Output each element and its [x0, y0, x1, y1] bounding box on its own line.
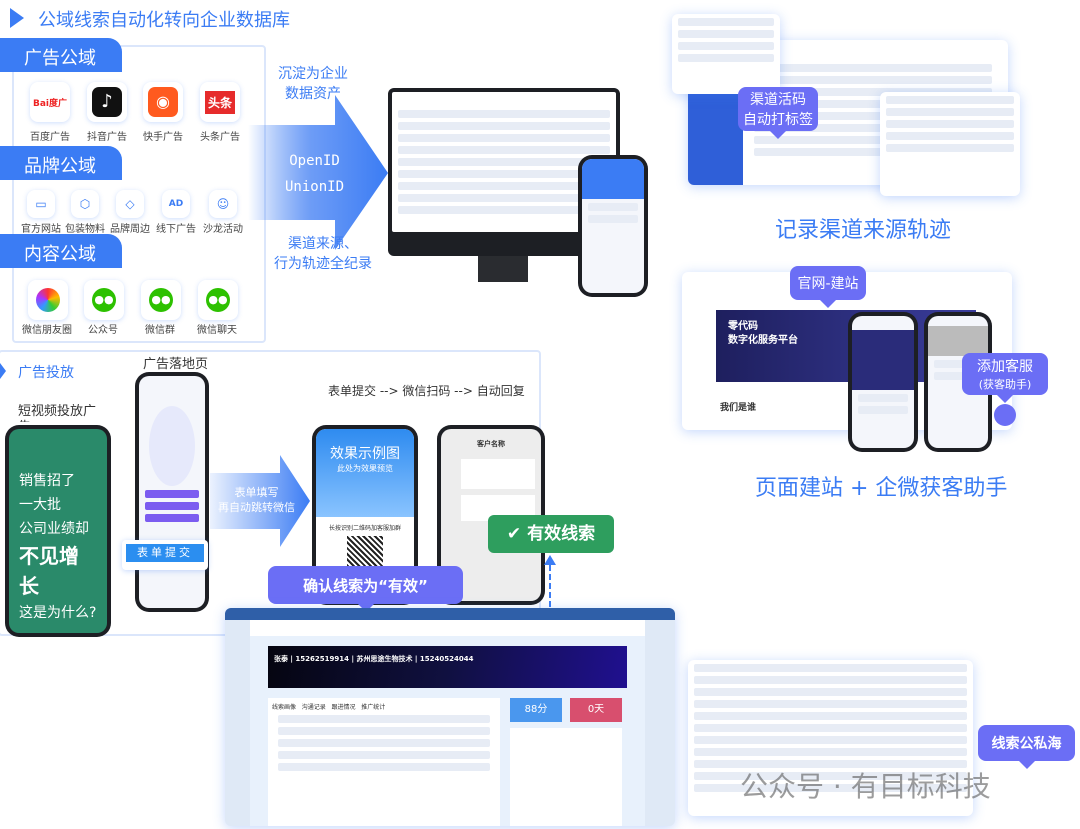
qr-title: 效果示例图 — [330, 446, 400, 462]
arrow-bottom-text-1: 渠道来源、 — [288, 236, 358, 252]
callout-service-1: 添加客服 — [977, 359, 1033, 375]
crm-tab[interactable]: 线索画像 — [272, 704, 297, 711]
moments-icon — [36, 288, 60, 312]
flow-text: 表单提交 --> 微信扫码 --> 自动回复 — [328, 384, 525, 398]
unionid-text: UnionID — [285, 179, 345, 195]
callout-service-2: (获客助手) — [978, 378, 1032, 391]
video-phone: 销售招了 一大批 公司业绩却 不见增长 这是为什么? — [5, 425, 111, 637]
phone-site-mockup — [848, 312, 918, 452]
flow-arrow-icon — [248, 95, 388, 250]
kuaishou-icon: ◉ — [148, 87, 178, 117]
package-icon: ⬡ — [71, 190, 99, 218]
arrow-text-2: 再自动跳转微信 — [218, 501, 295, 514]
landing-phone — [135, 372, 209, 612]
page-title: 公域线索自动化转向企业数据库 — [38, 10, 290, 31]
crm-tab[interactable]: 跟进情况 — [331, 704, 356, 711]
label-package: 包装物料 — [65, 224, 105, 235]
form-arrow-icon — [210, 455, 310, 547]
check-icon: ✔ — [506, 524, 528, 544]
people-icon: ☺ — [209, 190, 237, 218]
label-moments: 微信朋友圈 — [22, 325, 72, 336]
landing-page-label: 广告落地页 — [143, 357, 209, 372]
video-line: 销售招了 — [19, 473, 75, 489]
channel-code-dialog — [880, 92, 1020, 196]
label-chat: 微信聊天 — [197, 325, 237, 336]
caption-site-service: 页面建站 + 企微获客助手 — [755, 476, 1008, 501]
section-content-public: 内容公域 — [0, 234, 122, 268]
wechat-chat-icon: ●● — [206, 288, 230, 312]
label-baidu: 百度广告 — [30, 132, 70, 143]
phone-mockup — [578, 155, 648, 297]
callout-channel-code: 渠道活码 自动打标签 — [738, 87, 818, 139]
wechat-service-icon[interactable] — [994, 404, 1016, 426]
label-group: 微信群 — [145, 325, 175, 336]
chat-title: 客户名称 — [477, 440, 505, 448]
valid-lead-text: 有效线索 — [527, 524, 596, 544]
label-douyin: 抖音广告 — [87, 132, 127, 143]
callout-website: 官网-建站 — [790, 266, 866, 308]
dashed-connector — [549, 565, 551, 607]
arrow-top-text-2: 数据资产 — [285, 86, 341, 102]
callout-line-1: 渠道活码 — [750, 92, 806, 108]
lead-header: 张泰 | 15262519914 | 苏州思途生物技术 | 1524052404… — [268, 646, 627, 688]
ad-icon: AD — [162, 190, 190, 218]
callout-line-2: 自动打标签 — [743, 112, 813, 128]
wechat-official-icon: ●● — [92, 288, 116, 312]
crm-tab[interactable]: 推广统计 — [361, 704, 386, 711]
toutiao-icon: 头条 — [204, 90, 235, 114]
lead-score: 88分 — [510, 698, 562, 722]
title-triangle-icon — [10, 8, 24, 28]
label-kuaishou: 快手广告 — [143, 132, 183, 143]
label-website: 官方网站 — [21, 224, 61, 235]
monitor-stand — [478, 256, 528, 282]
video-line: 这是为什么? — [19, 605, 97, 621]
ads-triangle-icon — [0, 363, 6, 379]
arrow-text-1: 表单填写 — [234, 486, 279, 499]
label-merch: 品牌周边 — [110, 224, 150, 235]
crm-tab[interactable]: 沟通记录 — [301, 704, 326, 711]
section-brand-public: 品牌公域 — [0, 146, 122, 180]
up-arrow-icon — [544, 555, 556, 565]
about-heading: 我们是谁 — [720, 403, 757, 413]
phone-service-mockup — [924, 312, 992, 452]
qr-sub: 此处为效果预览 — [337, 464, 393, 473]
banner-title-2: 数字化服务平台 — [728, 335, 798, 346]
diamond-icon: ◇ — [116, 190, 144, 218]
video-line: 不见增长 — [19, 544, 79, 598]
banner-title-1: 零代码 — [728, 321, 758, 332]
label-offline-ad: 线下广告 — [156, 224, 196, 235]
section-ad-public: 广告公域 — [0, 38, 122, 72]
douyin-icon: ♪ — [92, 87, 122, 117]
lead-days: 0天 — [570, 698, 622, 722]
arrow-bottom-text-2: 行为轨迹全纪录 — [274, 256, 372, 272]
watermark: 公众号 · 有目标科技 — [740, 770, 991, 803]
label-official: 公众号 — [88, 325, 118, 336]
qr-caption: 长按识别二维码加客服加群 — [328, 525, 401, 532]
arrow-top-text-1: 沉淀为企业 — [278, 66, 348, 82]
wechat-group-icon: ●● — [149, 288, 173, 312]
callout-lead-pool: 线索公私海 — [978, 725, 1075, 769]
label-salon: 沙龙活动 — [203, 224, 243, 235]
callout-confirm-valid: 确认线索为“有效” — [268, 566, 463, 612]
video-line: 公司业绩却 — [19, 521, 89, 537]
callout-add-service: 添加客服 (获客助手) — [962, 353, 1048, 403]
valid-lead-badge: ✔ 有效线索 — [488, 515, 614, 553]
label-toutiao: 头条广告 — [200, 132, 240, 143]
openid-text: OpenID — [289, 153, 340, 169]
lead-pool-screenshot — [688, 660, 973, 816]
crm-lead-detail-screenshot: 张泰 | 15262519914 | 苏州思途生物技术 | 1524052404… — [225, 608, 675, 826]
website-icon: ▭ — [27, 190, 55, 218]
short-video-label: 短视频投放广告 — [18, 404, 97, 422]
ads-heading: 广告投放 — [18, 365, 74, 381]
form-submit-button[interactable]: 表单提交 — [126, 544, 204, 562]
caption-channel-tracking: 记录渠道来源轨迹 — [775, 218, 952, 243]
baidu-icon: Bai度广 — [30, 82, 70, 122]
video-line: 一大批 — [19, 497, 61, 513]
channel-code-form — [672, 14, 780, 94]
